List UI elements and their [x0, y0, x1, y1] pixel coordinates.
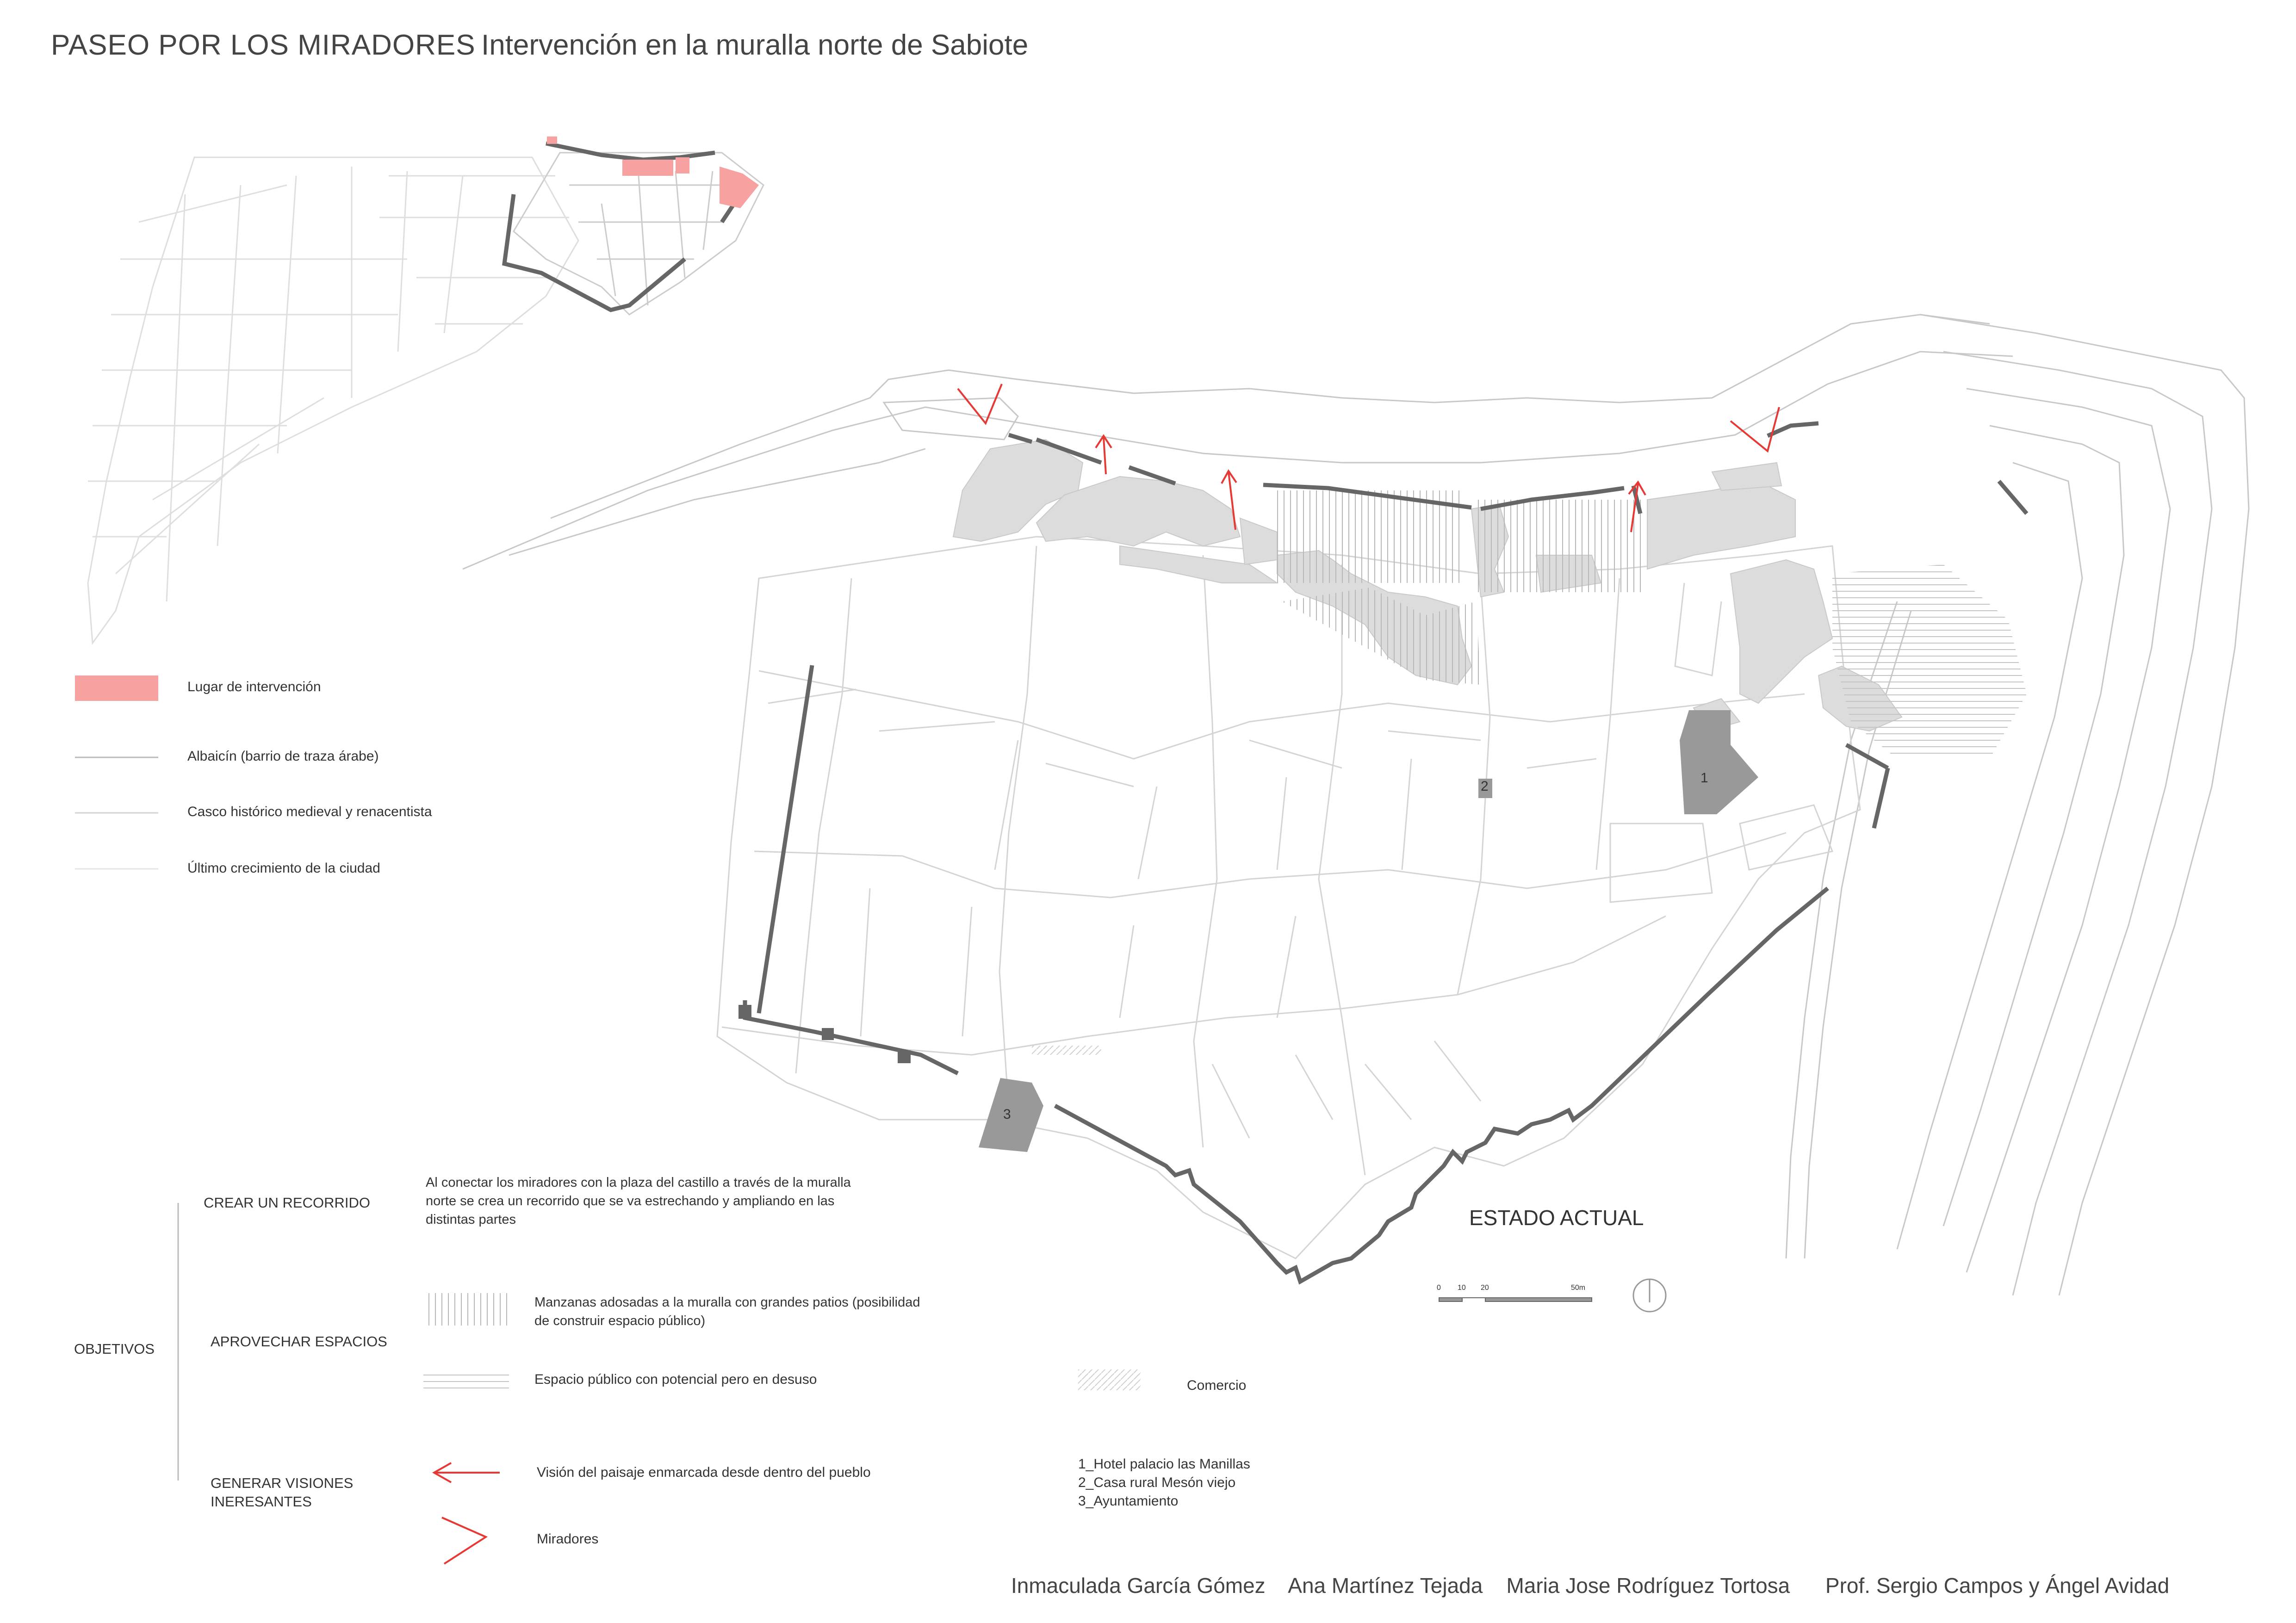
vision-desc: Visión del paisaje enmarcada desde dentr…	[537, 1465, 871, 1480]
miradores-label: Miradores	[537, 1531, 599, 1547]
place-2: 2_Casa rural Mesón viejo	[1078, 1475, 1236, 1490]
north-icon	[1632, 1278, 1667, 1313]
label-casa-rural: 2	[1481, 779, 1489, 794]
legend-intervencion: Lugar de intervención	[187, 679, 321, 694]
objective-crear: CREAR UN RECORRIDO	[204, 1195, 370, 1211]
scale-bar	[1439, 1297, 1592, 1302]
objectives-heading: OBJETIVOS	[74, 1341, 155, 1357]
location-map	[87, 136, 764, 645]
legend-albaicin: Albaicín (barrio de traza árabe)	[187, 749, 379, 764]
scale-tick-10: 10	[1458, 1284, 1466, 1292]
label-hotel: 1	[1700, 770, 1708, 786]
page-subtitle: Intervención en la muralla norte de Sabi…	[481, 29, 1029, 61]
scale-tick-50: 50m	[1571, 1284, 1586, 1292]
scale-tick-0: 0	[1437, 1284, 1441, 1292]
scale-tick-20: 20	[1481, 1284, 1489, 1292]
manzanas-desc: Manzanas adosadas a la muralla con grand…	[534, 1295, 920, 1328]
legend-symbols	[75, 675, 1141, 1565]
legend-casco: Casco histórico medieval y renacentista	[187, 804, 432, 819]
objective-crear-desc: Al conectar los miradores con la plaza d…	[426, 1175, 851, 1227]
place-1: 1_Hotel palacio las Manillas	[1078, 1456, 1250, 1472]
page-title: PASEO POR LOS MIRADORES	[51, 29, 476, 61]
espacio-desc: Espacio público con potencial pero en de…	[534, 1372, 817, 1387]
place-3: 3_Ayuntamiento	[1078, 1493, 1179, 1509]
map-caption: ESTADO ACTUAL	[1469, 1206, 1644, 1230]
main-plan	[462, 314, 2250, 1313]
objective-aprovechar: APROVECHAR ESPACIOS	[211, 1333, 387, 1350]
objective-generar: GENERAR VISIONES INERESANTES	[211, 1475, 354, 1510]
authors-footer: Inmaculada García Gómez Ana Martínez Tej…	[1011, 1573, 2170, 1598]
label-ayuntamiento: 3	[1003, 1107, 1011, 1122]
legend-crecimiento: Último crecimiento de la ciudad	[187, 861, 380, 876]
comercio-label: Comercio	[1187, 1378, 1247, 1393]
